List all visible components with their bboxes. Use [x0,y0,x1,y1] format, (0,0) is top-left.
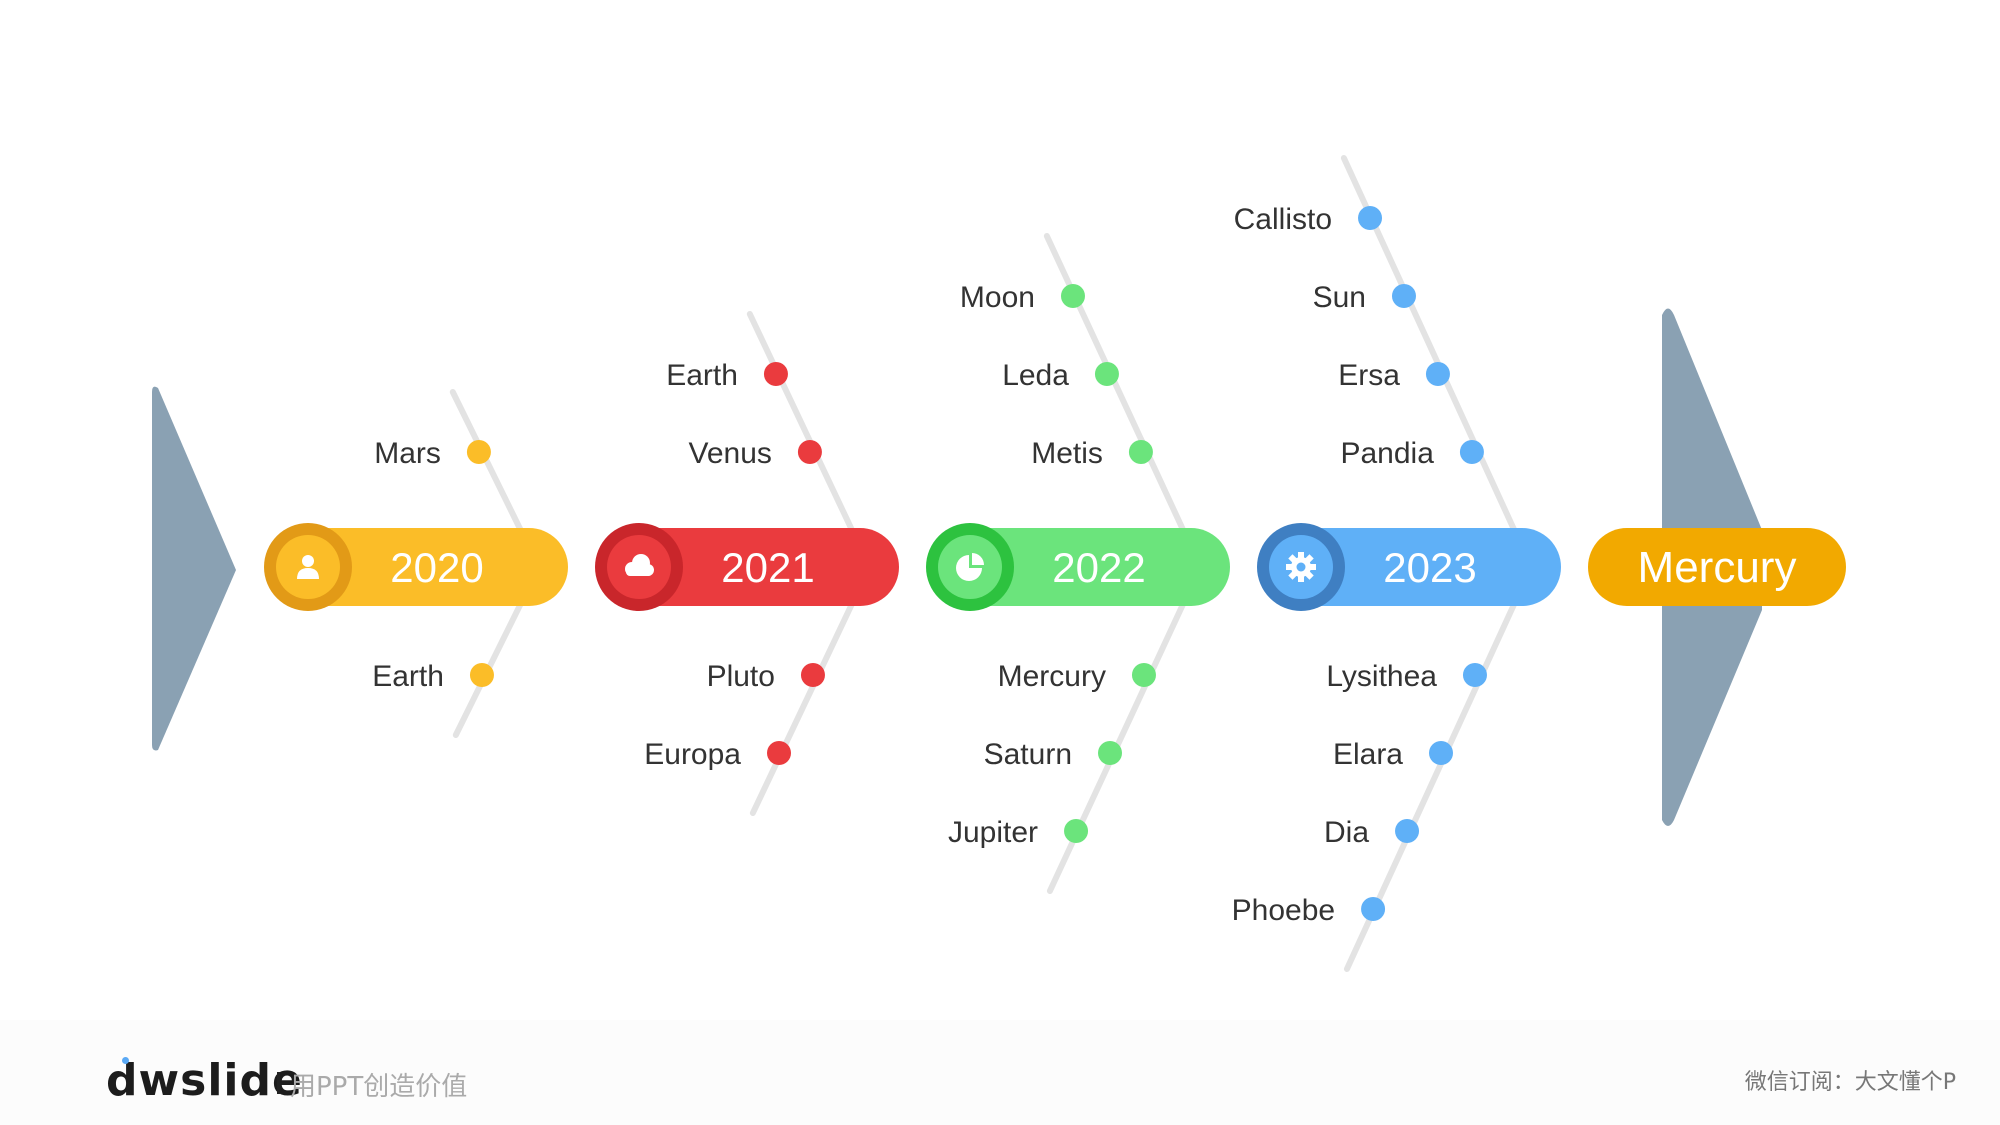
brand-logo-dot [122,1057,129,1064]
brand-logo: dwslide [106,1055,303,1106]
spine-top [746,311,863,550]
top-item-1-label: Venus [688,437,771,470]
top-item-2-dot [1425,362,1450,386]
pie-chart-icon [956,553,984,581]
brand-slogan: 用PPT创造价值 [290,1072,468,1102]
bottom-item-0-dot [469,663,494,687]
top-item-0-dot [763,362,788,386]
bottom-item-3-dot [1361,897,1386,921]
bottom-item-1-label: Europa [644,738,741,771]
top-item-2-dot [1128,440,1153,464]
year-label: 2022 [1052,544,1145,591]
bottom-item-3-label: Phoebe [1232,894,1335,927]
top-item-1-dot [1391,284,1416,308]
spine-bottom [749,584,863,816]
top-item-1-label: Leda [1002,359,1069,392]
bottom-item-2-label: Dia [1324,816,1369,849]
credit-text: 微信订阅：大文懂个P [1744,1070,1956,1095]
year-label: 2020 [390,544,483,591]
bottom-item-0-label: Lysithea [1326,660,1437,693]
top-item-0-dot [1358,206,1383,230]
section-2023: 2023 CallistoSunErsaPandiaLysitheaElaraDi… [1232,155,1561,972]
year-label: 2023 [1383,544,1476,591]
year-label: 2021 [721,544,814,591]
fish-tail [152,386,236,751]
top-item-0-label: Moon [960,281,1035,314]
bottom-item-2-dot [1064,819,1089,843]
top-item-0-dot [466,440,491,464]
spine-top [449,389,532,550]
top-item-0-label: Mars [374,437,441,470]
bottom-item-2-dot [1395,819,1420,843]
bottom-item-2-label: Jupiter [948,816,1038,849]
top-item-2-label: Ersa [1338,359,1400,392]
gear-icon [1286,552,1316,582]
bottom-item-1-dot [1098,741,1122,765]
top-item-1-dot [1094,362,1119,386]
top-item-3-dot [1459,440,1484,464]
bottom-item-1-dot [1429,741,1453,765]
footer-bar [0,1020,2000,1125]
bottom-item-0-dot [800,663,825,687]
bottom-item-1-label: Saturn [984,738,1072,771]
top-item-0-label: Callisto [1234,203,1332,236]
bottom-item-0-dot [1462,663,1487,687]
head-pill [1588,528,1846,606]
top-item-0-dot [1060,284,1085,308]
brand-separator [277,1072,280,1094]
bottom-item-0-label: Earth [372,660,444,693]
year-icon-disc [938,535,1002,599]
user-icon [297,555,319,579]
top-item-1-dot [797,440,822,464]
head-label: Mercury [1638,543,1797,592]
top-item-0-label: Earth [666,359,738,392]
spine-bottom [452,584,532,738]
bottom-item-0-dot [1131,663,1156,687]
bottom-item-0-label: Mercury [998,660,1106,693]
bottom-item-1-dot [767,741,791,765]
bottom-item-1-label: Elara [1333,738,1403,771]
top-item-3-label: Pandia [1340,437,1434,470]
top-item-2-label: Metis [1031,437,1103,470]
bottom-item-0-label: Pluto [707,660,775,693]
cloud-icon [625,554,654,576]
top-item-1-label: Sun [1313,281,1366,314]
